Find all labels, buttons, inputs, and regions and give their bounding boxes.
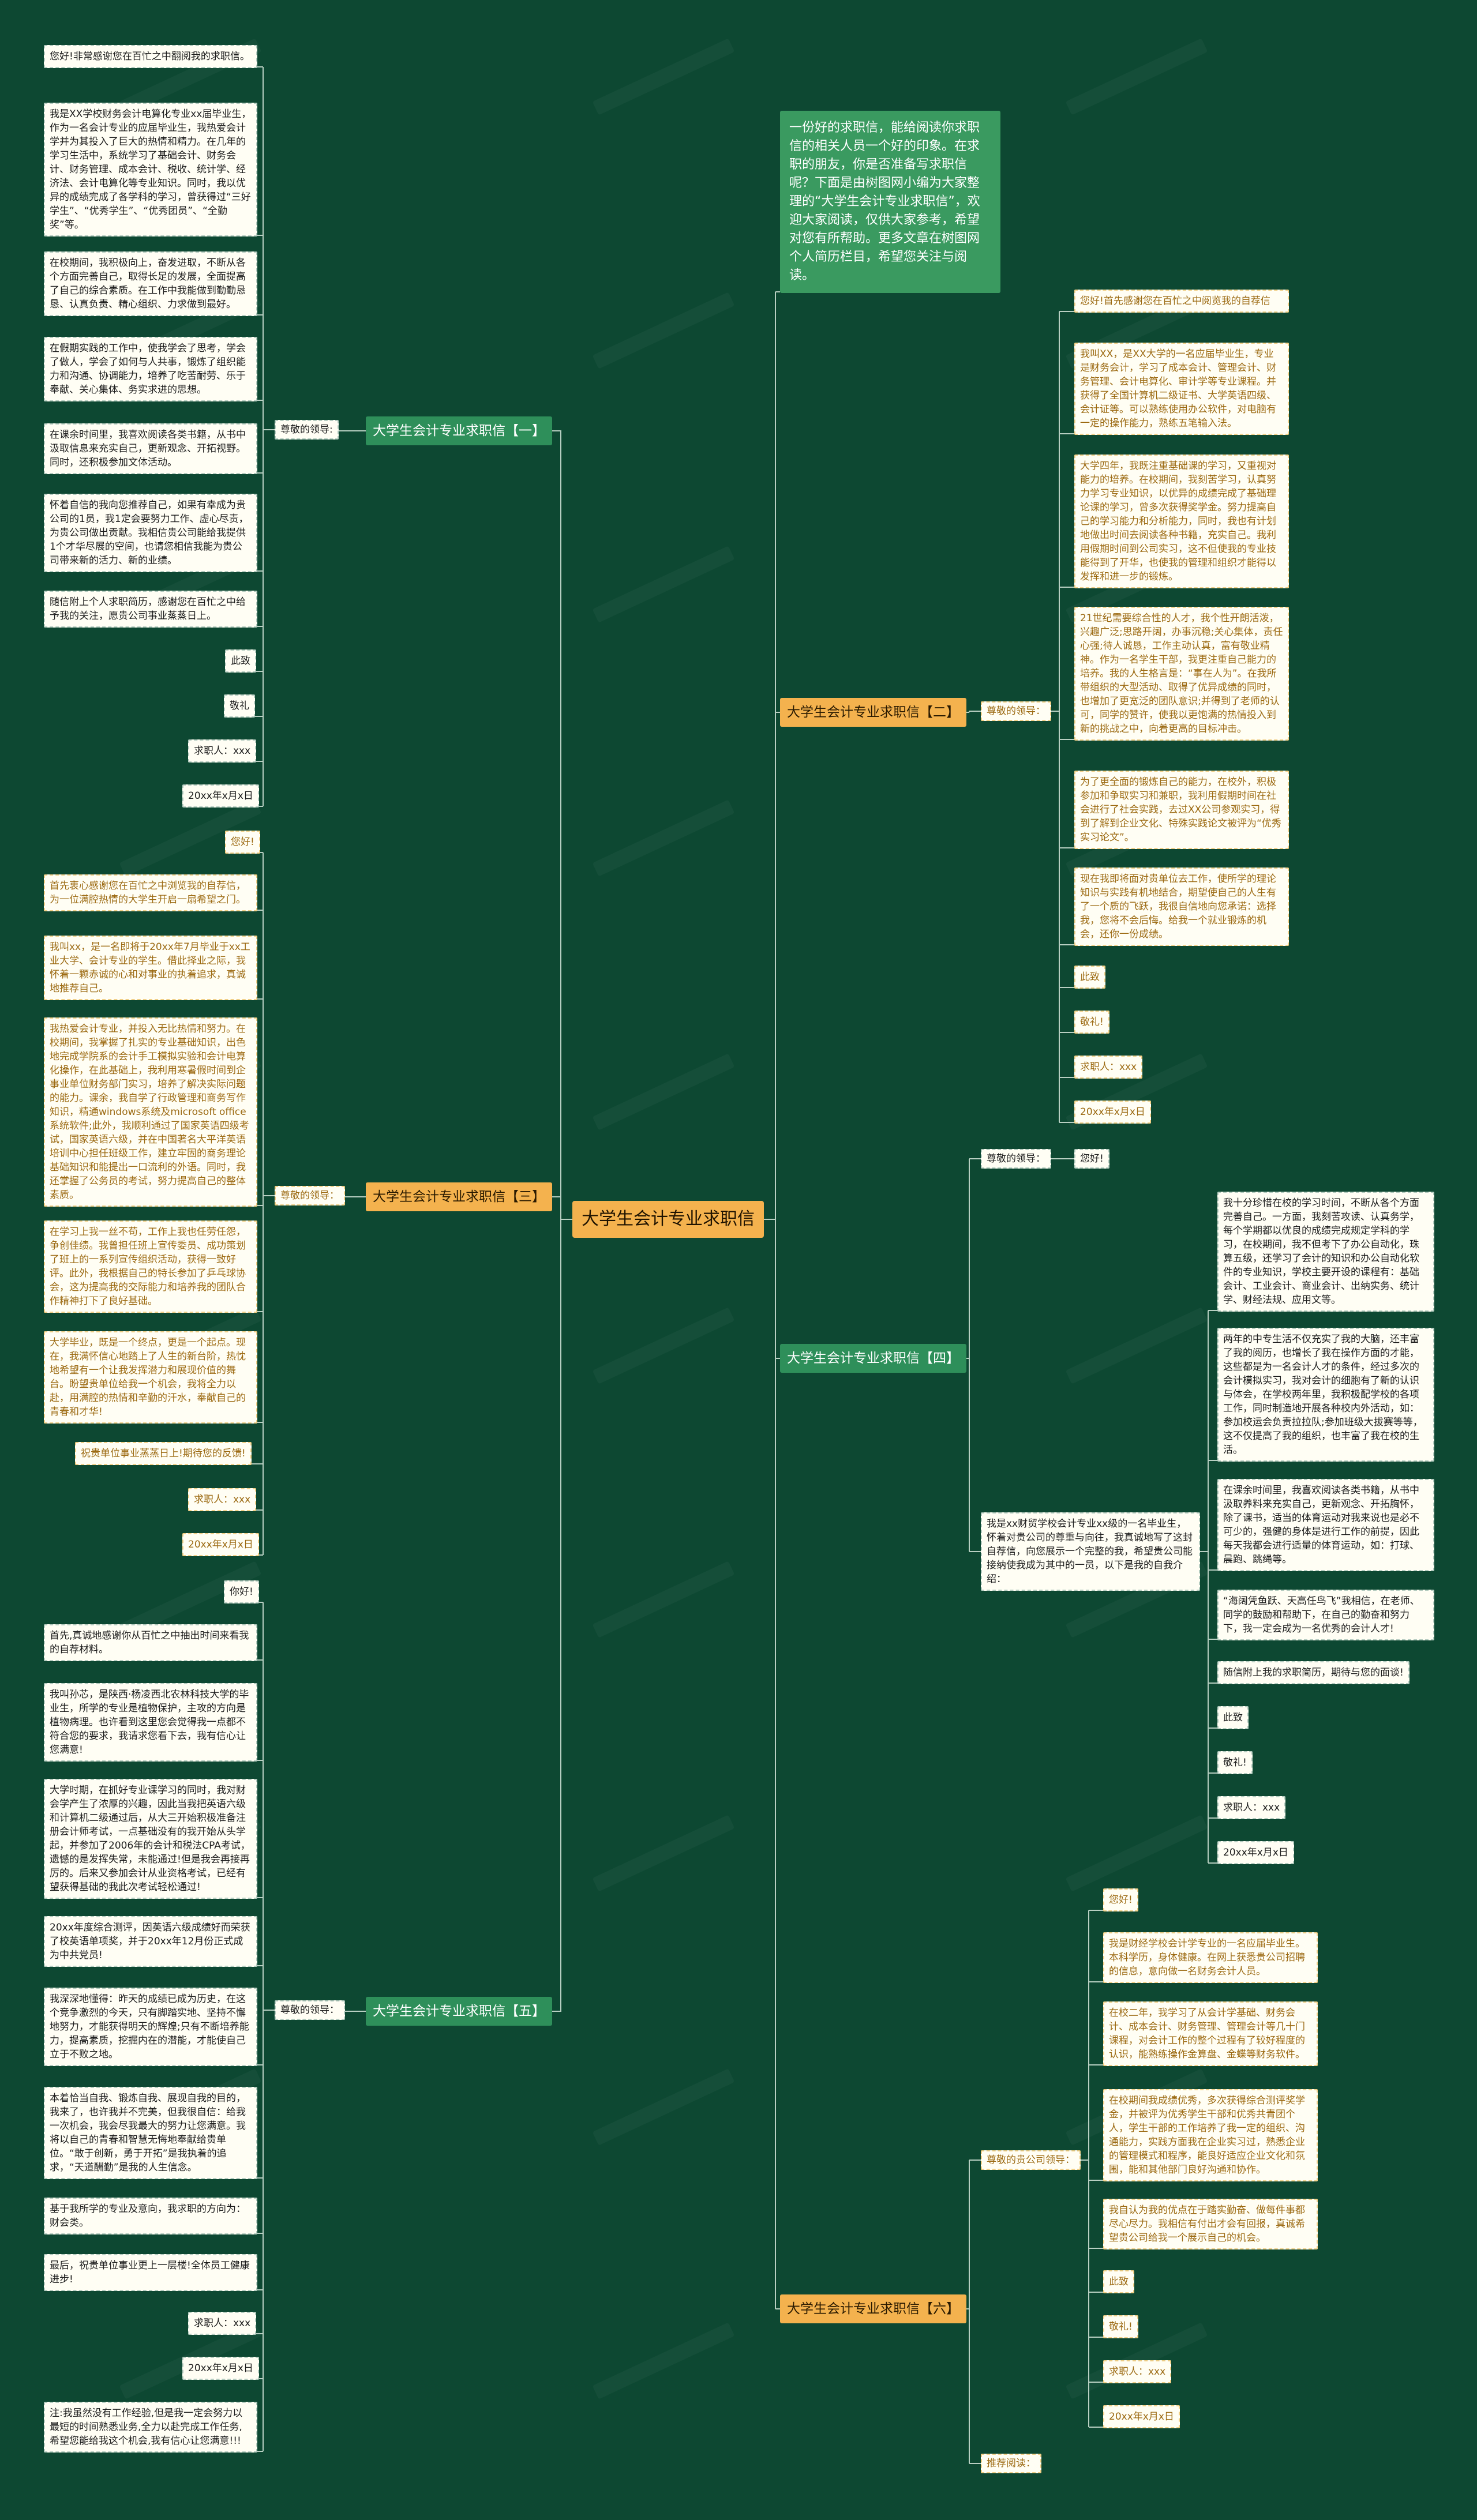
branch-title-3[interactable]: 大学生会计专业求职信【三】 <box>366 1182 552 1211</box>
leaf-2-10: 20xx年x月x日 <box>1074 1101 1151 1124</box>
branch-label-1: 尊敬的领导: <box>275 420 339 440</box>
watermark-mark <box>593 2322 735 2399</box>
leaf-1-8: 此致 <box>225 649 256 673</box>
intro-text: 一份好的求职信，能给阅读你求职信的相关人员一个好的印象。在求职的朋友，你是否准备… <box>780 111 1000 293</box>
leaf-5-10: 求职人：xxx <box>188 2312 257 2335</box>
leaf-6-9: 20xx年x月x日 <box>1103 2405 1180 2428</box>
watermark-mark <box>593 2068 735 2145</box>
branch-label-6b: 推荐阅读： <box>981 2454 1041 2473</box>
leaf-2-9: 求职人：xxx <box>1074 1056 1143 1079</box>
leaf-2-6: 现在我即将面对贵单位去工作，使所学的理论知识与实践有机地结合，期望使自己的人生有… <box>1074 867 1289 946</box>
leaf-3-9: 20xx年x月x日 <box>182 1533 259 1556</box>
leaf-1-1: 您好!非常感谢您在百忙之中翻阅我的求职信。 <box>44 45 257 68</box>
leaf-6-7: 敬礼! <box>1103 2315 1138 2338</box>
branch-title-4[interactable]: 大学生会计专业求职信【四】 <box>780 1344 966 1373</box>
watermark-mark <box>593 1561 735 1638</box>
leaf-4-8: 求职人：xxx <box>1217 1796 1286 1819</box>
leaf-3-2: 首先衷心感谢您在百忙之中浏览我的自荐信，为一位满腔热情的大学生开启一扇希望之门。 <box>44 874 257 911</box>
leaf-3-7: 祝贵单位事业蒸蒸日上!期待您的反馈! <box>75 1442 252 1465</box>
branch-label-6: 尊敬的贵公司领导： <box>981 2150 1081 2170</box>
leaf-2-5: 为了更全面的锻炼自己的能力，在校外，积极参加和争取实习和兼职，我利用假期时间在社… <box>1074 771 1289 849</box>
leaf-4-3: 在课余时间里，我喜欢阅读各类书籍，从书中汲取养料来充实自己，更新观念、开拓胸怀，… <box>1217 1479 1434 1571</box>
branch-4-intro: 我是xx财贸学校会计专业xx级的一名毕业生，怀着对贵公司的尊重与向往，我真诚地写… <box>981 1512 1200 1591</box>
root-topic[interactable]: 大学生会计专业求职信 <box>572 1201 764 1238</box>
leaf-1-4: 在假期实践的工作中，使我学会了思考，学会了做人，学会了如何与人共事，锻炼了组织能… <box>44 337 257 401</box>
leaf-4-7: 敬礼! <box>1217 1751 1253 1774</box>
leaf-1-6: 怀着自信的我向您推荐自己，如果有幸成为贵公司的1员，我1定会要努力工作、虚心尽责… <box>44 494 257 572</box>
leaf-2-3: 大学四年，我既注重基础课的学习，又重视对能力的培养。在校期间，我刻苦学习，认真努… <box>1074 455 1289 588</box>
leaf-4-1: 我十分珍惜在校的学习时间，不断从各个方面完善自己。一方面，我刻苦攻读、认真务学，… <box>1217 1192 1434 1312</box>
watermark-mark <box>1066 38 1208 115</box>
leaf-2-2: 我叫XX，是XX大学的一名应届毕业生，专业是财务会计，学习了成本会计、管理会计、… <box>1074 343 1289 435</box>
branch-title-6[interactable]: 大学生会计专业求职信【六】 <box>780 2294 966 2323</box>
watermark-mark <box>593 38 735 115</box>
leaf-5-2: 首先,真诚地感谢你从百忙之中抽出时间来看我的自荐材料。 <box>44 1624 257 1661</box>
branch-label-4: 尊敬的领导： <box>981 1149 1051 1169</box>
leaf-3-1: 您好! <box>225 831 260 854</box>
leaf-3-4: 我热爱会计专业，并投入无比热情和努力。在校期间，我掌握了扎实的专业基础知识，出色… <box>44 1017 257 1207</box>
branch-label-5: 尊敬的领导： <box>275 2000 345 2020</box>
branch-title-2[interactable]: 大学生会计专业求职信【二】 <box>780 698 966 727</box>
branch-label-4b: 您好! <box>1074 1149 1109 1169</box>
leaf-4-9: 20xx年x月x日 <box>1217 1841 1294 1864</box>
leaf-5-4: 大学时期，在抓好专业课学习的同时，我对财会学产生了浓厚的兴趣，因此当我把英语六级… <box>44 1779 257 1899</box>
leaf-6-4: 在校期间我成绩优秀，多次获得综合测评奖学金，并被评为优秀学生干部和优秀共青团个人… <box>1103 2089 1318 2181</box>
leaf-1-10: 求职人：xxx <box>188 739 257 763</box>
leaf-6-2: 我是财经学校会计学专业的一名应届毕业生。本科学历，身体健康。在网上获悉贵公司招聘… <box>1103 1932 1318 1983</box>
connector-left-0 <box>552 430 561 1219</box>
watermark-mark <box>593 1815 735 1891</box>
leaf-1-11: 20xx年x月x日 <box>182 784 259 808</box>
leaf-1-5: 在课余时间里，我喜欢阅读各类书籍，从书中汲取信息来充实自己，更新观念、开拓视野。… <box>44 423 257 474</box>
leaf-4-6: 此致 <box>1217 1706 1249 1729</box>
leaf-4-2: 两年的中专生活不仅充实了我的大脑，还丰富了我的阅历，也增长了我在操作方面的才能，… <box>1217 1328 1434 1462</box>
watermark-mark <box>1066 1307 1208 1384</box>
watermark-mark <box>1066 1815 1208 1891</box>
leaf-5-7: 本着恰当自我、锻炼自我、展现自我的目的，我来了，也许我并不完美，但我很自信：给我… <box>44 2087 257 2179</box>
leaf-2-8: 敬礼! <box>1074 1011 1109 1034</box>
leaf-6-3: 在校二年，我学习了从会计学基础、财务会计、成本会计、财务管理、管理会计等几十门课… <box>1103 2001 1318 2066</box>
leaf-1-3: 在校期间，我积极向上，奋发进取，不断从各个方面完善自己，取得长足的发展，全面提高… <box>44 251 257 316</box>
leaf-6-6: 此致 <box>1103 2270 1134 2293</box>
leaf-3-3: 我叫xx，是一名即将于20xx年7月毕业于xx工业大学、会计专业的学生。借此择业… <box>44 936 257 1000</box>
branch-label-2: 尊敬的领导： <box>981 701 1051 721</box>
leaf-2-7: 此致 <box>1074 966 1105 989</box>
watermark-mark <box>593 1053 735 1130</box>
branch-label-3: 尊敬的领导： <box>275 1186 345 1205</box>
connector-left-2 <box>552 1219 561 2012</box>
leaf-5-12: 注:我虽然没有工作经验,但是我一定会努力以最短的时间熟悉业务,全力以赴完成工作任… <box>44 2402 257 2453</box>
watermark-mark <box>593 292 735 369</box>
watermark-mark <box>593 1307 735 1384</box>
watermark-mark <box>593 546 735 622</box>
leaf-5-11: 20xx年x月x日 <box>182 2357 259 2380</box>
leaf-1-7: 随信附上个人求职简历，感谢您在百忙之中给予我的关注，愿贵公司事业蒸蒸日上。 <box>44 591 257 628</box>
leaf-5-1: 你好! <box>224 1580 259 1603</box>
leaf-5-3: 我叫孙芯，是陕西·杨凌西北农林科技大学的毕业生，所学的专业是植物保护，主攻的方向… <box>44 1683 257 1762</box>
watermark-mark <box>593 799 735 876</box>
leaf-6-8: 求职人：xxx <box>1103 2360 1172 2383</box>
connector-left-1 <box>552 1196 561 1219</box>
leaf-5-9: 最后，祝贵单位事业更上一层楼!全体员工健康进步! <box>44 2254 257 2291</box>
leaf-1-2: 我是XX学校财务会计电算化专业xx届毕业生，作为一名会计专业的应届毕业生，我热爱… <box>44 103 257 236</box>
leaf-3-5: 在学习上我一丝不苟，工作上我也任劳任怨，争创佳绩。我曾担任班上宣传委员、成功策划… <box>44 1220 257 1313</box>
leaf-1-9: 敬礼 <box>224 694 255 718</box>
leaf-4-4: “海阔凭鱼跃、天高任鸟飞”我相信，在老师、同学的鼓励和帮助下，在自己的勤奋和努力… <box>1217 1590 1434 1640</box>
leaf-6-5: 我自认为我的优点在于踏实勤奋、做每件事都尽心尽力。我相信有付出才会有回报，真诚希… <box>1103 2199 1318 2249</box>
leaf-5-8: 基于我所学的专业及意向，我求职的方向为：财会类。 <box>44 2198 257 2234</box>
leaf-5-5: 20xx年度综合测评，因英语六级成绩好而荣获了校英语单项奖，并于20xx年12月… <box>44 1916 257 1967</box>
leaf-2-4: 21世纪需要综合性的人才，我个性开朗活泼，兴趣广泛;思路开阔，办事沉稳;关心集体… <box>1074 607 1289 741</box>
branch-title-5[interactable]: 大学生会计专业求职信【五】 <box>366 1997 552 2026</box>
leaf-3-8: 求职人：xxx <box>188 1488 257 1511</box>
leaf-4-5: 随信附上我的求职简历，期待与您的面谈! <box>1217 1661 1409 1684</box>
leaf-2-1: 您好!首先感谢您在百忙之中阅览我的自荐信 <box>1074 290 1289 313</box>
leaf-3-6: 大学毕业，既是一个终点，更是一个起点。现在，我满怀信心地踏上了人生的新台阶，热忱… <box>44 1331 257 1424</box>
leaf-6-1: 您好! <box>1103 1888 1138 1911</box>
branch-title-1[interactable]: 大学生会计专业求职信【一】 <box>366 416 552 445</box>
leaf-5-6: 我深深地懂得：昨天的成绩已成为历史，在这个竞争激烈的今天，只有脚踏实地、坚持不懈… <box>44 1988 257 2066</box>
